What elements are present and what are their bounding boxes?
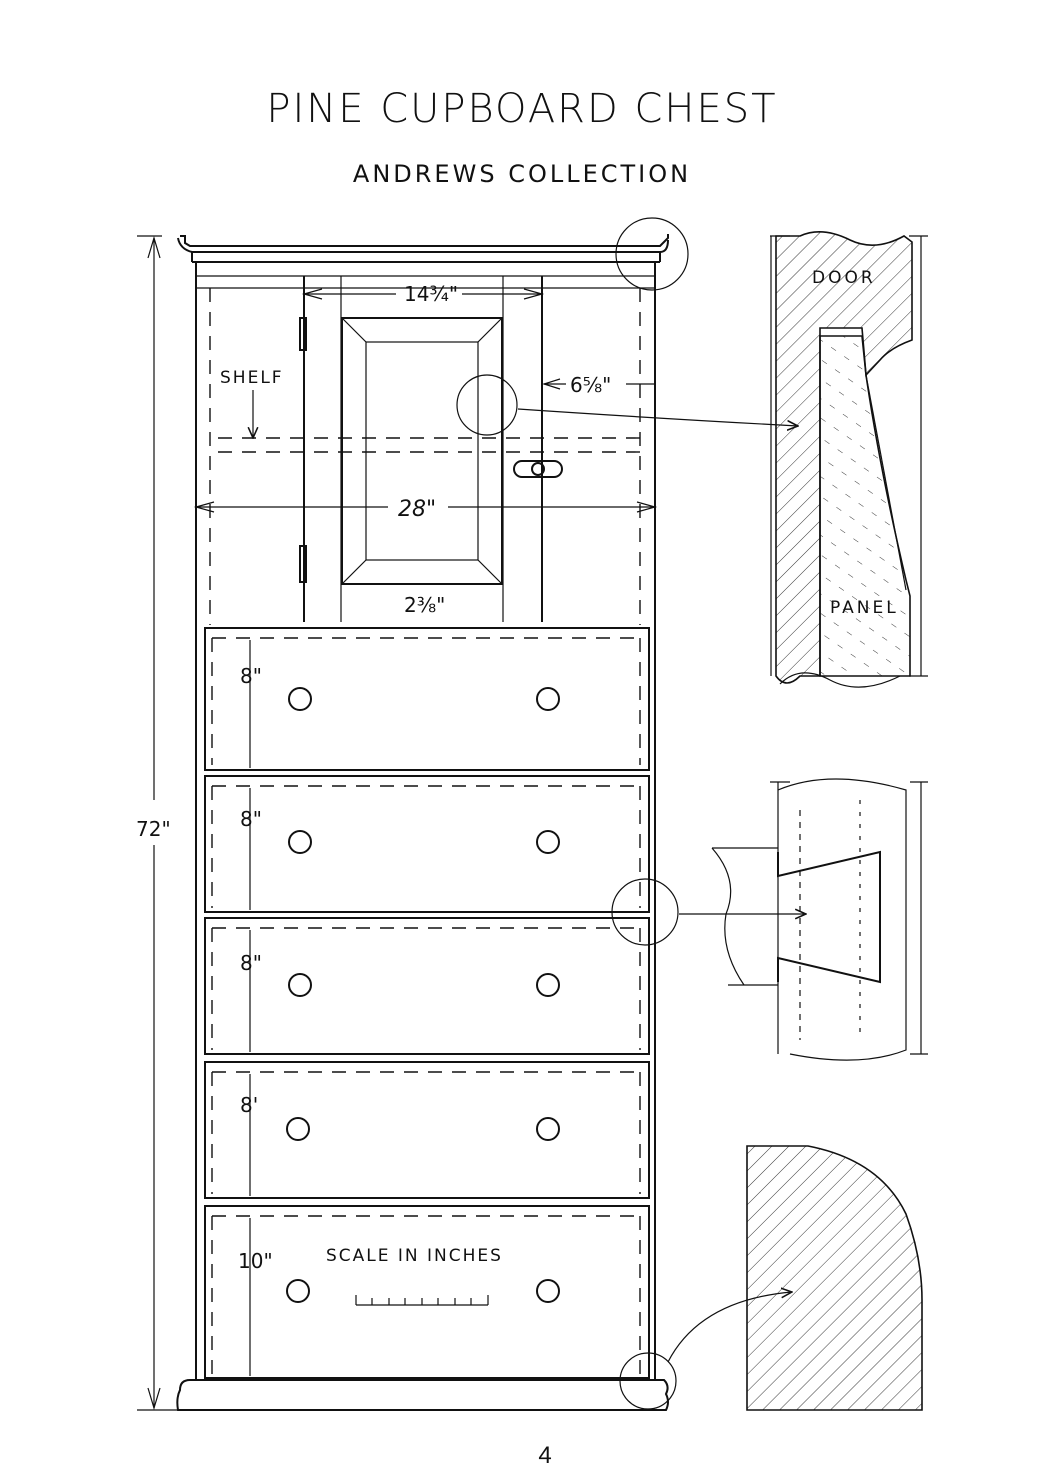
drawer-2-height: 8" — [240, 807, 262, 831]
drawer-5-left-knob — [287, 1280, 309, 1302]
drawer-3-right-knob — [537, 974, 559, 996]
drawer-1-left-knob — [289, 688, 311, 710]
drawer-4-height: 8' — [240, 1093, 258, 1117]
drawer-4-right-knob — [537, 1118, 559, 1140]
shelf-label: SHELF — [220, 368, 284, 388]
dovetail-section — [712, 779, 928, 1060]
cabinet-width-dimension: 28" — [196, 497, 655, 522]
drawer-4: 8' — [205, 1062, 649, 1198]
drawer-2-left-knob — [289, 831, 311, 853]
detail-circle-cornice — [616, 218, 688, 290]
page-number: 4 — [0, 1442, 1044, 1470]
drawer-5-height: 10" — [238, 1249, 273, 1273]
drawer-4-left-knob — [287, 1118, 309, 1140]
door-panel-section: DOOR PANEL — [770, 232, 928, 687]
rail-width-label: 2⅜" — [404, 593, 445, 617]
drawer-2: 8" — [205, 776, 649, 912]
base-molding — [177, 1380, 668, 1410]
drawer-3: 8" — [205, 918, 649, 1054]
drawer-3-height: 8" — [240, 951, 262, 975]
overall-height-label: 72" — [136, 817, 171, 841]
door-label: DOOR — [812, 268, 876, 288]
drawer-1-right-knob — [537, 688, 559, 710]
drawer-2-right-knob — [537, 831, 559, 853]
shelf-label-group: SHELF — [220, 368, 284, 438]
drawer-1: 8" — [205, 628, 649, 770]
cabinet-width-label: 28" — [398, 497, 436, 522]
panel-width-dimension: 14¾" — [304, 282, 542, 306]
scale-label: SCALE IN INCHES — [326, 1246, 503, 1266]
scale-bar — [356, 1295, 488, 1305]
cabinet-case — [196, 262, 655, 1380]
panel-label: PANEL — [830, 598, 899, 618]
height-dimension: 72" — [136, 236, 178, 1410]
cupboard-door — [300, 276, 562, 622]
detail-circle-door — [457, 375, 517, 435]
drawer-5-right-knob — [537, 1280, 559, 1302]
drawer-5: 10" SCALE IN INCHES — [205, 1206, 649, 1378]
base-molding-section — [747, 1146, 922, 1410]
crown-molding — [178, 234, 668, 288]
stile-width-dimension: 6⅝" — [544, 373, 655, 397]
stile-width-label: 6⅝" — [570, 373, 611, 397]
drawer-1-height: 8" — [240, 664, 262, 688]
drawer-stack: 8" 8" 8" — [205, 628, 649, 1378]
drawer-3-left-knob — [289, 974, 311, 996]
panel-width-label: 14¾" — [404, 282, 458, 306]
